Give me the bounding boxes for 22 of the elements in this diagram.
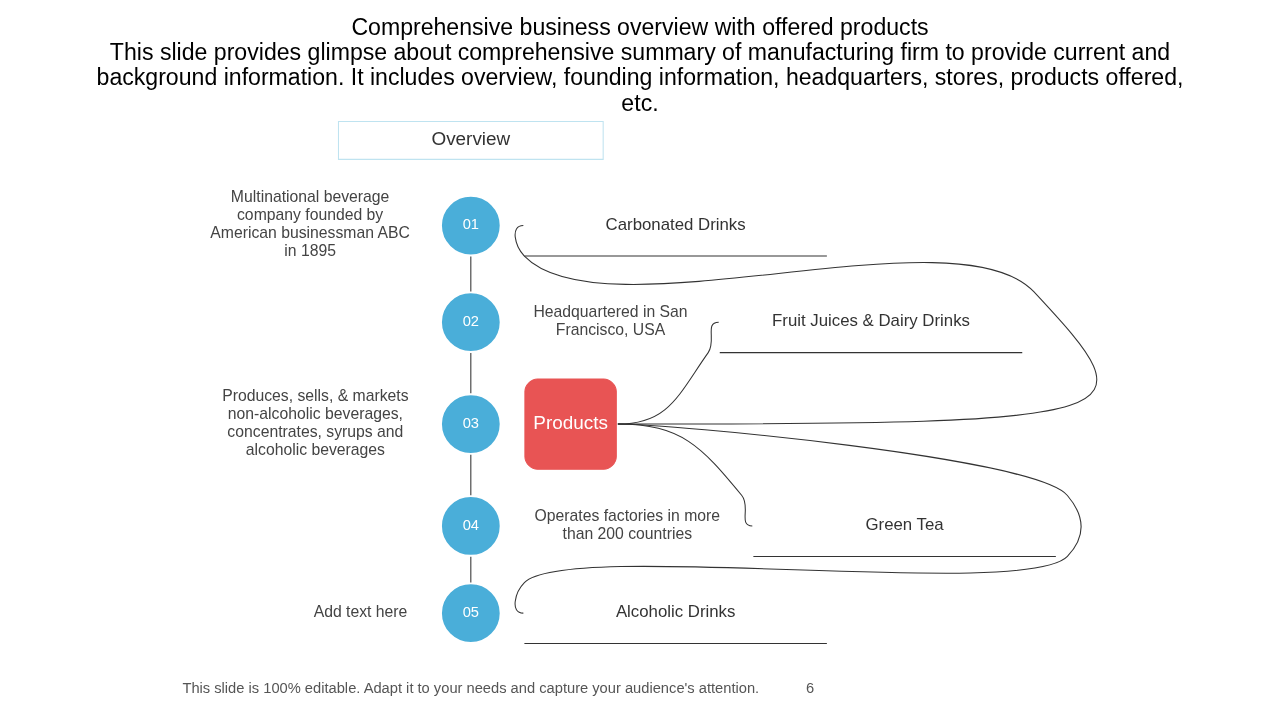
label: This slide is 100% editable. Adapt it to your needs and capture your audience's attention. bbox=[182, 679, 760, 696]
connector bbox=[470, 454, 472, 496]
caption: This slide provides glimpse about comprehensive summary of manufacturing firm to provide current and background information. It includes overview, founding information, headquarters, stores, products offered, etc. bbox=[96, 39, 1184, 116]
connector bbox=[470, 556, 472, 583]
node-label: Headquartered in San Francisco, USA bbox=[533, 302, 688, 338]
node-box: Products bbox=[524, 378, 617, 470]
node-label: Add text here bbox=[313, 602, 408, 620]
connector bbox=[470, 256, 472, 292]
node-label: Operates factories in more than 200 countries bbox=[534, 506, 721, 542]
connector bbox=[470, 352, 472, 394]
connector bbox=[514, 225, 1098, 425]
label: 6 bbox=[805, 679, 815, 696]
node-text: Green Tea bbox=[865, 514, 944, 534]
node-circle: 01 bbox=[438, 193, 503, 258]
node-label: Multinational beverage company founded by American businessman ABC in 1895 bbox=[210, 188, 410, 260]
node-box: Overview bbox=[337, 121, 604, 160]
connector bbox=[514, 423, 1082, 614]
node-text: Fruit Juices & Dairy Drinks bbox=[772, 311, 970, 331]
node-text: Alcoholic Drinks bbox=[615, 602, 736, 622]
diagram-title: Comprehensive business overview with offered products bbox=[351, 14, 929, 41]
node-label: Produces, sells, & markets non-alcoholic beverages, concentrates, syrups and alcoholic beverages bbox=[222, 386, 409, 458]
node-text: Carbonated Drinks bbox=[605, 214, 746, 234]
